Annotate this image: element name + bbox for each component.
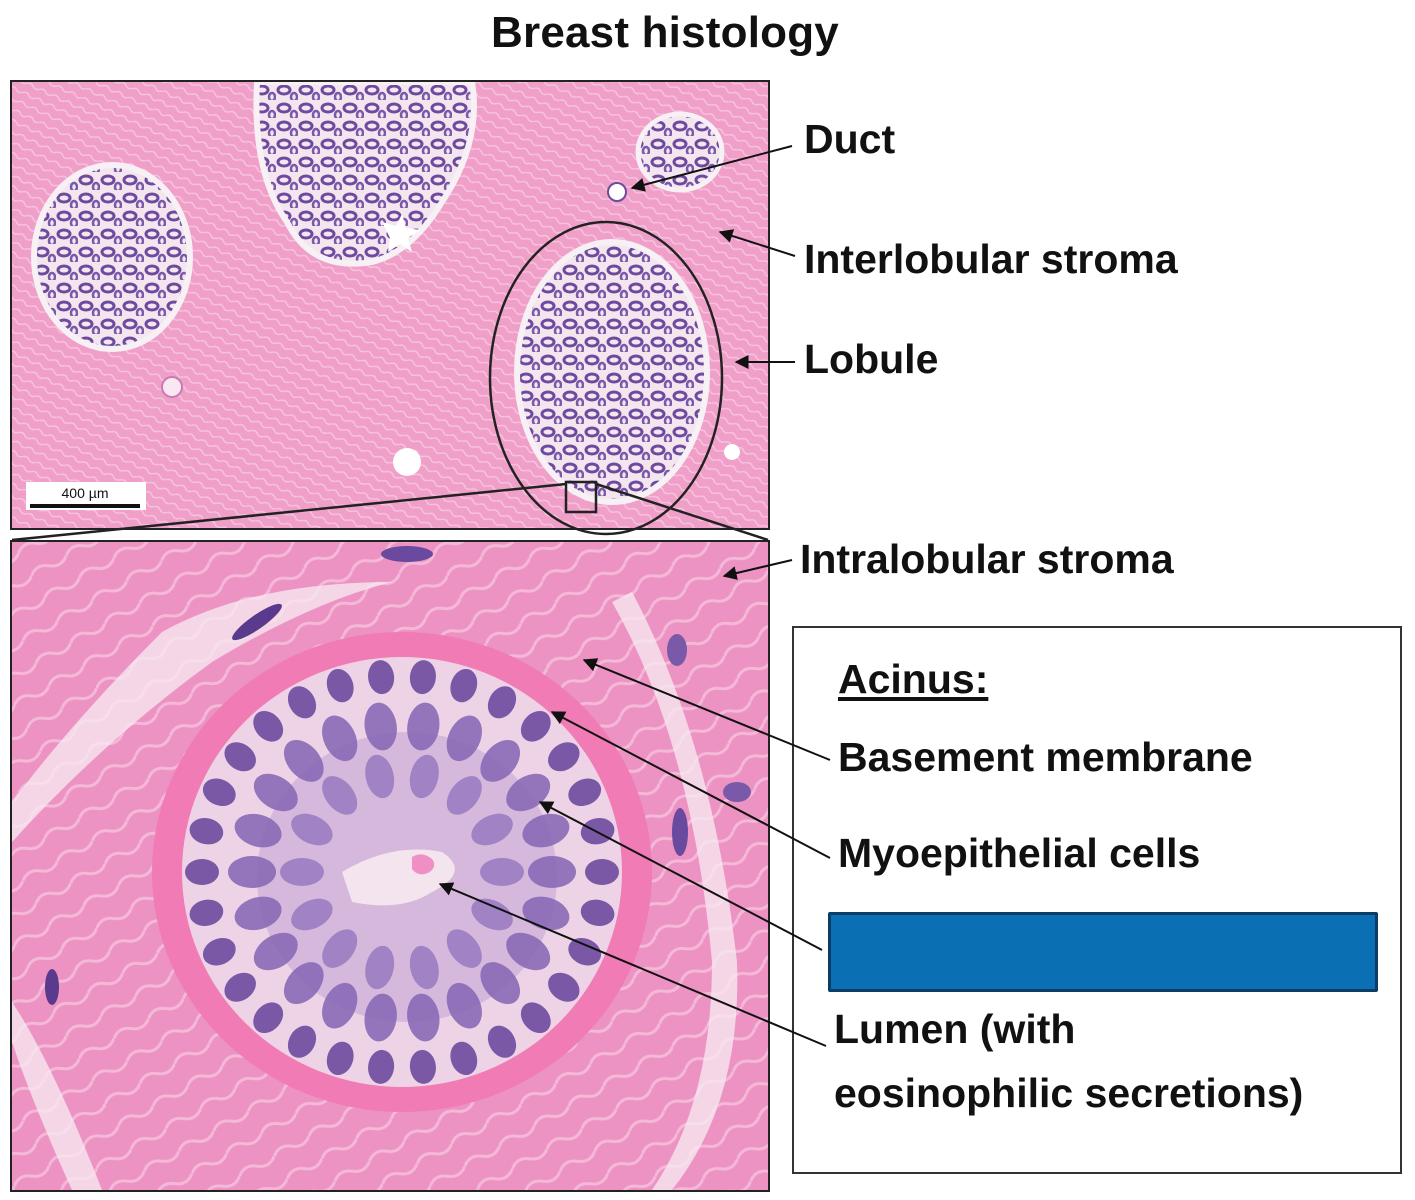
scale-bar-label: 400 µm xyxy=(62,485,109,501)
nucleus xyxy=(471,813,513,846)
nucleus xyxy=(450,668,478,703)
nucleus xyxy=(446,715,482,762)
nucleus xyxy=(322,929,358,968)
nucleus xyxy=(585,859,619,885)
nucleus xyxy=(365,945,395,990)
nucleus xyxy=(409,1049,436,1084)
nucleus xyxy=(407,702,440,751)
small-lobule xyxy=(635,111,725,193)
nucleus xyxy=(409,754,439,799)
interlobular-stroma-label: Interlobular stroma xyxy=(804,236,1178,282)
nucleus xyxy=(364,702,397,751)
nucleus xyxy=(365,754,395,799)
nucleus xyxy=(326,1041,354,1076)
nucleus xyxy=(224,742,256,772)
nucleus xyxy=(480,739,521,782)
intralobular-stroma-label: Intralobular stroma xyxy=(800,536,1174,582)
nucleus xyxy=(291,813,333,846)
nucleus xyxy=(287,686,317,719)
nucleus xyxy=(368,660,395,695)
nucleus xyxy=(322,715,358,762)
nucleus xyxy=(189,899,224,926)
nucleus xyxy=(480,858,524,886)
nucleus xyxy=(407,993,440,1042)
nucleus xyxy=(520,710,551,742)
nucleus xyxy=(283,739,324,782)
nucleus xyxy=(450,1041,478,1076)
nucleus xyxy=(326,668,354,703)
nucleus xyxy=(253,932,298,971)
nucleus xyxy=(409,660,436,695)
scale-bar xyxy=(30,504,140,508)
nucleus xyxy=(202,778,236,807)
nucleus xyxy=(322,776,358,815)
lumen-label-line1: Lumen (with xyxy=(834,1006,1076,1052)
nucleus xyxy=(228,856,276,888)
upper-lobule xyxy=(253,82,477,267)
nucleus xyxy=(291,898,333,931)
nucleus xyxy=(224,972,256,1002)
nucleus xyxy=(185,859,219,885)
nucleus xyxy=(202,937,236,966)
myoepithelial-cells-label: Myoepithelial cells xyxy=(838,830,1201,876)
duct-label: Duct xyxy=(804,116,896,162)
high-mag-image xyxy=(12,542,768,1190)
lumen-label-line2: eosinophilic secretions) xyxy=(834,1070,1304,1116)
nucleus xyxy=(287,1025,317,1058)
basement-membrane-label: Basement membrane xyxy=(838,734,1253,780)
nucleus xyxy=(446,776,482,815)
lobule-label: Lobule xyxy=(804,336,939,382)
nucleus xyxy=(189,818,224,845)
nucleus xyxy=(322,982,358,1029)
duct-structure xyxy=(607,182,627,202)
nucleus xyxy=(368,1049,395,1084)
nucleus xyxy=(364,993,397,1042)
nucleus xyxy=(409,945,439,990)
nucleus xyxy=(234,896,282,931)
circled-lobule xyxy=(514,239,710,505)
nucleus xyxy=(234,813,282,848)
low-magnification-micrograph: 400 µm xyxy=(10,80,770,530)
nucleus xyxy=(283,962,324,1005)
acinus-heading: Acinus: xyxy=(838,656,989,702)
nucleus xyxy=(280,858,324,886)
nucleus xyxy=(253,710,284,742)
nucleus xyxy=(253,1002,284,1034)
low-mag-image: 400 µm xyxy=(12,82,768,528)
high-magnification-micrograph xyxy=(10,540,770,1192)
nucleus xyxy=(528,856,576,888)
hidden-label-box[interactable] xyxy=(828,912,1378,992)
figure-title: Breast histology xyxy=(491,8,839,57)
acinus-legend-box xyxy=(792,626,1402,1174)
nucleus xyxy=(487,686,517,719)
left-lobule xyxy=(31,162,193,352)
nucleus xyxy=(253,773,298,812)
